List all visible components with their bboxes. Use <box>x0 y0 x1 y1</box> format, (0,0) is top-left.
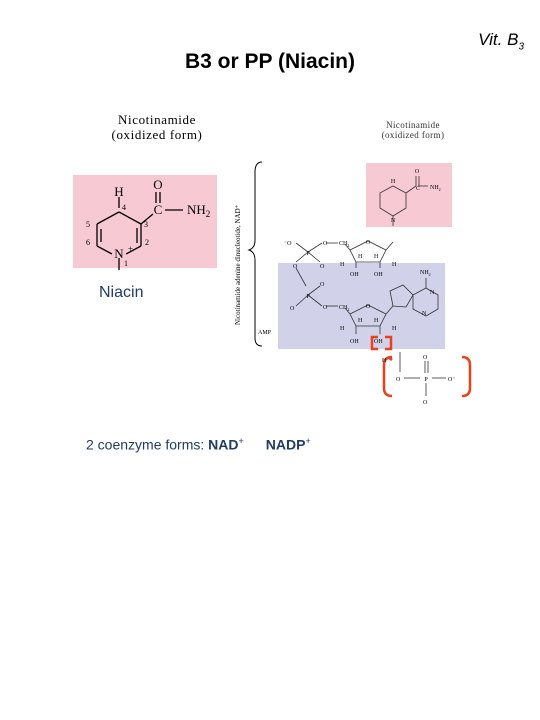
ribose2-h-b: H <box>358 318 363 324</box>
nad-heading-line1: Nicotinamide <box>386 120 440 130</box>
nicotinamide-atom-nh2: NH2 <box>187 202 210 219</box>
nad-nic-o: O <box>415 169 420 175</box>
nad-nic-nh2: NH2 <box>430 185 441 192</box>
slide-title: B3 or PP (Niacin) <box>185 50 355 73</box>
nad-nic-c: C <box>416 186 420 192</box>
ch2-1: CH2 <box>339 241 349 248</box>
phosphate-1-bonds <box>295 242 338 287</box>
ribose2-oh-a: OH <box>350 339 359 345</box>
ring-pos-5: 5 <box>86 220 90 229</box>
p1-o-minus: ⁻O <box>284 241 292 247</box>
nad-nicotinamide-ring <box>379 176 428 226</box>
adenine-nh2-sub: 2 <box>429 272 431 277</box>
ring-pos-3: 3 <box>144 220 148 229</box>
coenzyme-prefix: 2 coenzyme forms: <box>86 436 209 453</box>
nad-heading-line2: (oxidized form) <box>381 130 445 140</box>
nadp-o-link: O <box>396 377 401 383</box>
ring-pos-6: 6 <box>86 238 90 247</box>
p2-o-left: O <box>290 306 295 312</box>
ribose1-h-a: H <box>340 262 345 268</box>
ribose2-oh-b: OH <box>374 339 383 345</box>
coenzyme-nadp-charge: + <box>305 436 311 446</box>
adenine-nh2: NH2 <box>420 270 431 277</box>
red-bracket-left <box>382 355 393 398</box>
ribose1-h-c: H <box>374 254 379 260</box>
p1-o-link: O <box>293 264 298 270</box>
p2-o-top: O <box>320 282 325 288</box>
nadp-o-minus: O⁻ <box>448 377 456 383</box>
vitamin-tag: Vit. B3 <box>478 30 524 52</box>
ring-pos-1: 1 <box>124 259 128 268</box>
nad-nicotinamide-box <box>366 163 452 227</box>
niacin-caption: Niacin <box>99 284 144 301</box>
vitamin-tag-sub: 3 <box>518 41 524 53</box>
nadp-o-top: O <box>423 355 428 361</box>
nad-nic-nh2-main: NH <box>430 185 439 191</box>
nad-amp-box <box>278 263 445 349</box>
nadp-p: P <box>424 377 428 383</box>
nh2-sub: 2 <box>206 209 211 219</box>
ribose2-h-a: H <box>340 326 345 332</box>
ribose-1 <box>344 240 394 268</box>
adenine-nh2-main: NH <box>420 270 429 276</box>
ch2-2-main: CH <box>339 305 348 311</box>
coenzyme-forms-line: 2 coenzyme forms: NAD+NADP+ <box>86 436 311 453</box>
nad-vertical-label: Nicotinamide adenine dinucleotide, NAD⁺ <box>234 204 242 325</box>
nicotinamide-heading-line1: Nicotinamide <box>118 112 196 127</box>
nad-brace <box>247 161 263 347</box>
ring-pos-4: 4 <box>122 203 126 212</box>
nadp-h: H <box>382 358 387 364</box>
ribose1-h-d: H <box>392 262 397 268</box>
ribose1-o: O <box>366 240 371 246</box>
coenzyme-nad-charge: + <box>238 436 244 446</box>
nicotinamide-atom-o: O <box>153 177 162 192</box>
nicotinamide-atom-c: C <box>154 202 163 217</box>
red-bracket-right <box>461 355 472 398</box>
vitamin-tag-text: Vit. B <box>478 30 519 49</box>
adenine-n-b: N <box>422 311 427 317</box>
ch2-1-main: CH <box>339 241 348 247</box>
ribose1-oh-b: OH <box>374 272 383 278</box>
nicotinamide-heading-line2: (oxidized form) <box>111 127 203 142</box>
nadp-phosphate-bonds <box>399 352 446 396</box>
coenzyme-nad: NAD <box>208 436 239 453</box>
ring-pos-2: 2 <box>145 238 149 247</box>
nad-nic-h: H <box>391 179 396 185</box>
p2-p: P <box>306 294 310 300</box>
nicotinamide-atom-h: H <box>114 184 123 199</box>
nad-nic-nh2-sub: 2 <box>439 187 441 192</box>
nad-nic-n: N <box>391 218 396 224</box>
p1-o-bridge: O <box>323 241 328 247</box>
ribose2-h-c: H <box>374 318 379 324</box>
p1-o-double: O <box>320 264 325 270</box>
red-bracket-small-left <box>370 335 378 351</box>
p1-p: P <box>306 251 310 257</box>
nicotinamide-ring <box>96 192 183 270</box>
nad-heading: Nicotinamide (oxidized form) <box>348 120 478 140</box>
nicotinamide-atom-n: N <box>114 246 124 261</box>
ribose2-o: O <box>366 304 371 310</box>
adenine-ring <box>389 278 439 317</box>
red-bracket-small-right <box>385 335 393 351</box>
nh2-main: NH <box>187 202 206 217</box>
phosphate-2-bonds <box>295 285 338 307</box>
nicotinamide-heading: Nicotinamide (oxidized form) <box>82 112 232 142</box>
amp-label: AMP <box>258 330 272 336</box>
ribose1-h-b: H <box>358 254 363 260</box>
ch2-2: CH2 <box>339 305 349 312</box>
ribose-2 <box>344 304 394 334</box>
nadp-o-bottom: O <box>423 400 428 406</box>
nicotinamide-n-charge: + <box>128 244 133 254</box>
p2-o-bridge: O <box>323 305 328 311</box>
ch2-1-sub: 2 <box>347 243 349 248</box>
coenzyme-nadp: NADP <box>265 436 306 453</box>
ribose1-oh-a: OH <box>350 272 359 278</box>
ribose2-h-d: H <box>392 326 397 332</box>
ch2-2-sub: 2 <box>347 307 349 312</box>
adenine-n-a: N <box>430 290 435 296</box>
